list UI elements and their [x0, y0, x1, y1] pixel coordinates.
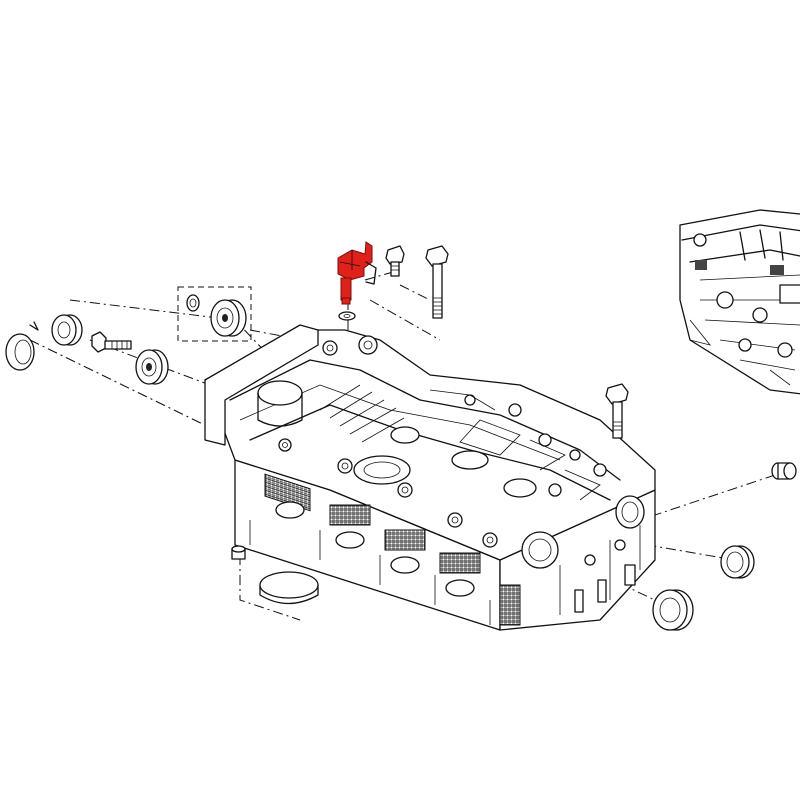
right-seal-ring: [720, 545, 755, 579]
bearing: [51, 314, 83, 346]
sensor-bolt: [385, 245, 405, 277]
pulley-bolt: [91, 331, 132, 353]
long-bolt: [425, 245, 449, 319]
lower-seal-ring: [652, 589, 694, 631]
engine-inset: [679, 209, 800, 395]
left-seal-plug: [5, 321, 39, 371]
camshaft-position-sensor: [337, 241, 377, 305]
pulley: [135, 349, 169, 385]
cylinder-head: [204, 324, 656, 631]
boxed-bearing: [177, 286, 252, 342]
sensor-seal-washer: [338, 311, 356, 321]
core-plug: [259, 571, 319, 605]
small-plug: [231, 545, 246, 560]
right-plug-small: [771, 462, 797, 480]
side-bolt: [605, 383, 629, 439]
